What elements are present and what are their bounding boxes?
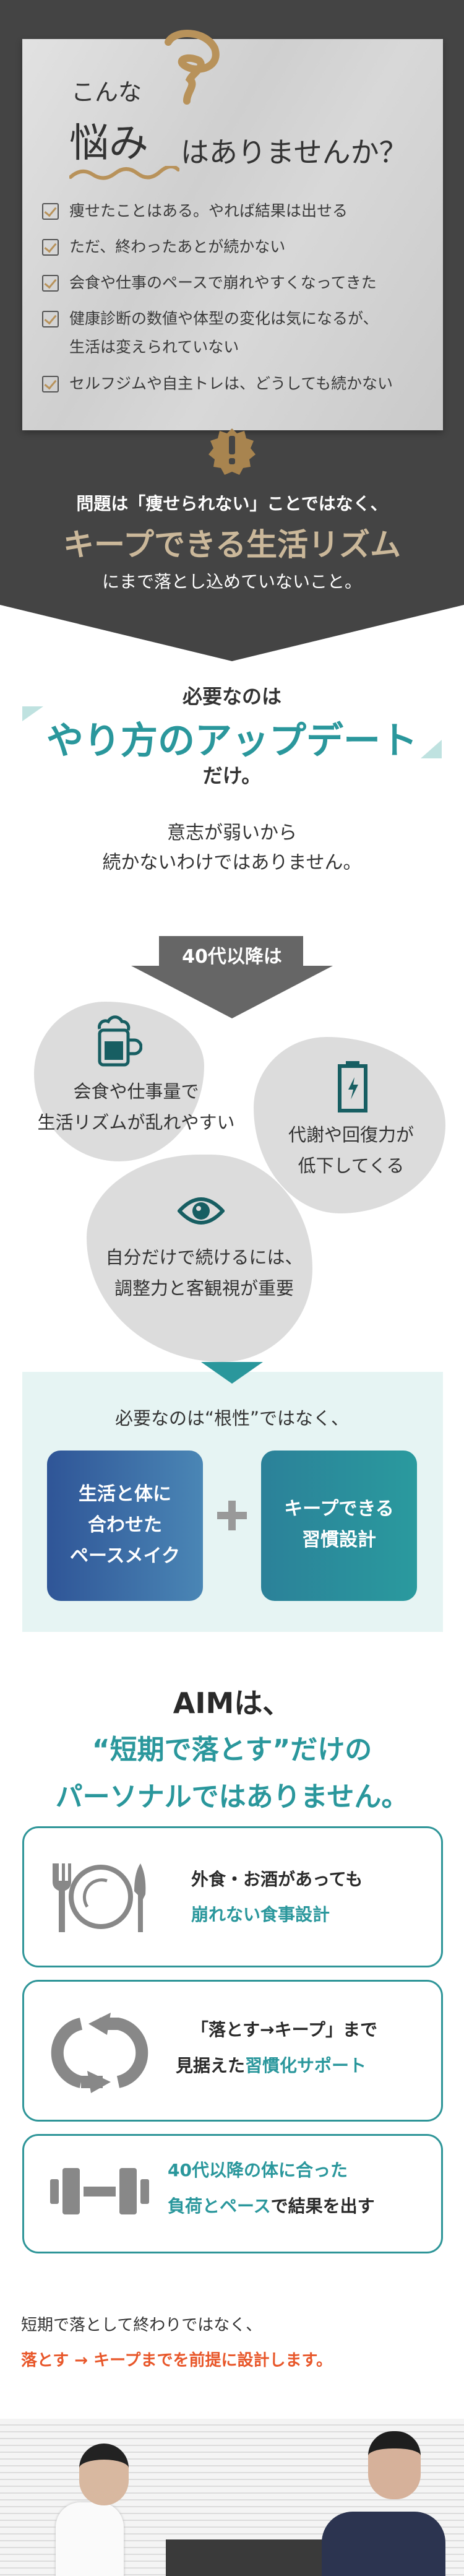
feature-text: 「落とす→キープ」まで [191,2019,377,2040]
worry-item: 生活は変えられていない [69,338,239,356]
beer-mug-icon [98,1015,142,1067]
plus-icon [228,1501,236,1530]
will-line2: 続かないわけではありません。 [102,852,362,874]
box-line: 生活と体に [79,1483,171,1505]
box-line: 習慣設計 [302,1529,376,1551]
pace-make-box: 生活と体に合わせたペースメイク [47,1451,203,1601]
worries-title-pre: こんな [71,79,142,106]
point-line: 調整力と客観視が重要 [114,1278,294,1299]
feature-highlight: 崩れない食事設計 [191,1904,330,1925]
problem-line1: 問題は「痩せられない」ことではなく、 [76,493,388,514]
point-line: 低下してくる [298,1155,405,1176]
feature-text: 見据えた [176,2055,246,2076]
closing-line2: 落とす → キープまでを前提に設計します。 [21,2351,332,2370]
checkbox-icon [42,275,59,292]
consultation-photo [0,2419,464,2576]
update-pre: 必要なのは [182,685,281,708]
box-line: 合わせた [88,1514,162,1536]
point-text: 会食や仕事量で生活リズムが乱れやすい [12,1076,260,1138]
worry-item: 健康診断の数値や体型の変化は気になるが、 [69,310,379,327]
worries-title-key: 悩み [69,121,148,167]
point-line: 代謝や回復力が [288,1124,414,1145]
checkbox-icon [42,376,59,392]
problem-highlight: キープできる生活リズム [63,527,401,563]
aim-line1: AIMは、 [173,1686,291,1720]
down-arrow [201,1362,263,1384]
client-head [368,2431,421,2499]
worry-item: 痩せたことはある。やれば結果は出せる [69,202,348,220]
feature-text-line2: 見据えた習慣化サポート [176,2049,366,2083]
point-line: 生活リズムが乱れやすい [37,1112,235,1133]
box-line: キープできる [284,1498,394,1520]
closing-line1: 短期で落として終わりではなく、 [21,2316,262,2335]
fork-plate-knife-icon [53,1863,146,1932]
feature-card-meal: 外食・お酒があっても 崩れない食事設計 [22,1826,443,1967]
feature-text: で結果を出す [270,2196,375,2216]
feature-card-training: 40代以降の体に合った 負荷とペースで結果を出す [22,2134,443,2253]
worry-item: 会食や仕事のペースで崩れやすくなってきた [69,274,377,292]
battery-charging-icon [338,1061,367,1112]
feature-text: 外食・お酒があっても [191,1869,363,1889]
wavy-underline [69,166,179,180]
checkbox-icon [42,311,59,327]
problem-line3: にまで落とし込めていないこと。 [101,571,362,592]
worries-title-post: はありませんか？ [181,136,408,169]
feature-card-habit: 「落とす→キープ」まで 見据えた習慣化サポート [22,1980,443,2122]
feature-text-line2: 負荷とペースで結果を出す [168,2189,375,2224]
feature-highlight: 40代以降の体に合った [168,2160,348,2180]
age-banner [159,936,303,967]
trainer-head [79,2444,129,2505]
habit-design-box: キープできる習慣設計 [261,1451,417,1601]
point-line: 自分だけで続けるには、 [105,1247,303,1268]
worry-item: ただ、終わったあとが続かない [69,238,286,256]
will-line1: 意志が弱いから [167,822,297,844]
update-post: だけ。 [202,764,262,787]
eye-icon [178,1197,225,1225]
trainer-figure [56,2502,124,2576]
dumbbell-icon [50,2168,149,2214]
checkbox-icon [42,203,59,220]
cycle-arrows-icon [51,2013,148,2093]
corner-decoration [421,740,442,758]
worries-card [22,39,443,430]
age-banner-label: 40代以降は [182,946,282,968]
point-line: 会食や仕事量で [73,1081,199,1102]
corner-decoration [22,706,43,721]
update-key: やり方のアップデート [46,719,418,763]
aim-line3: パーソナルではありません。 [55,1781,409,1813]
box-line: ペースメイク [70,1545,180,1567]
point-text: 自分だけで続けるには、調整力と客観視が重要 [74,1242,334,1304]
checkbox-icon [42,239,59,256]
exclamation-badge-icon [208,428,256,475]
feature-highlight: 習慣化サポート [245,2055,367,2076]
feature-highlight: 負荷とペース [168,2196,271,2216]
aim-line2: “短期で落とす”だけの [92,1734,372,1766]
worry-item: セルフジムや自主トレは、どうしても続かない [69,375,393,392]
blob-background [34,1002,204,1161]
swirl-question-decoration [165,30,220,105]
client-figure [322,2512,445,2576]
age-banner-arrow [131,966,333,1018]
need-lead: 必要なのは“根性”ではなく、 [114,1408,350,1429]
point-text: 代謝や回復力が低下してくる [254,1119,449,1181]
